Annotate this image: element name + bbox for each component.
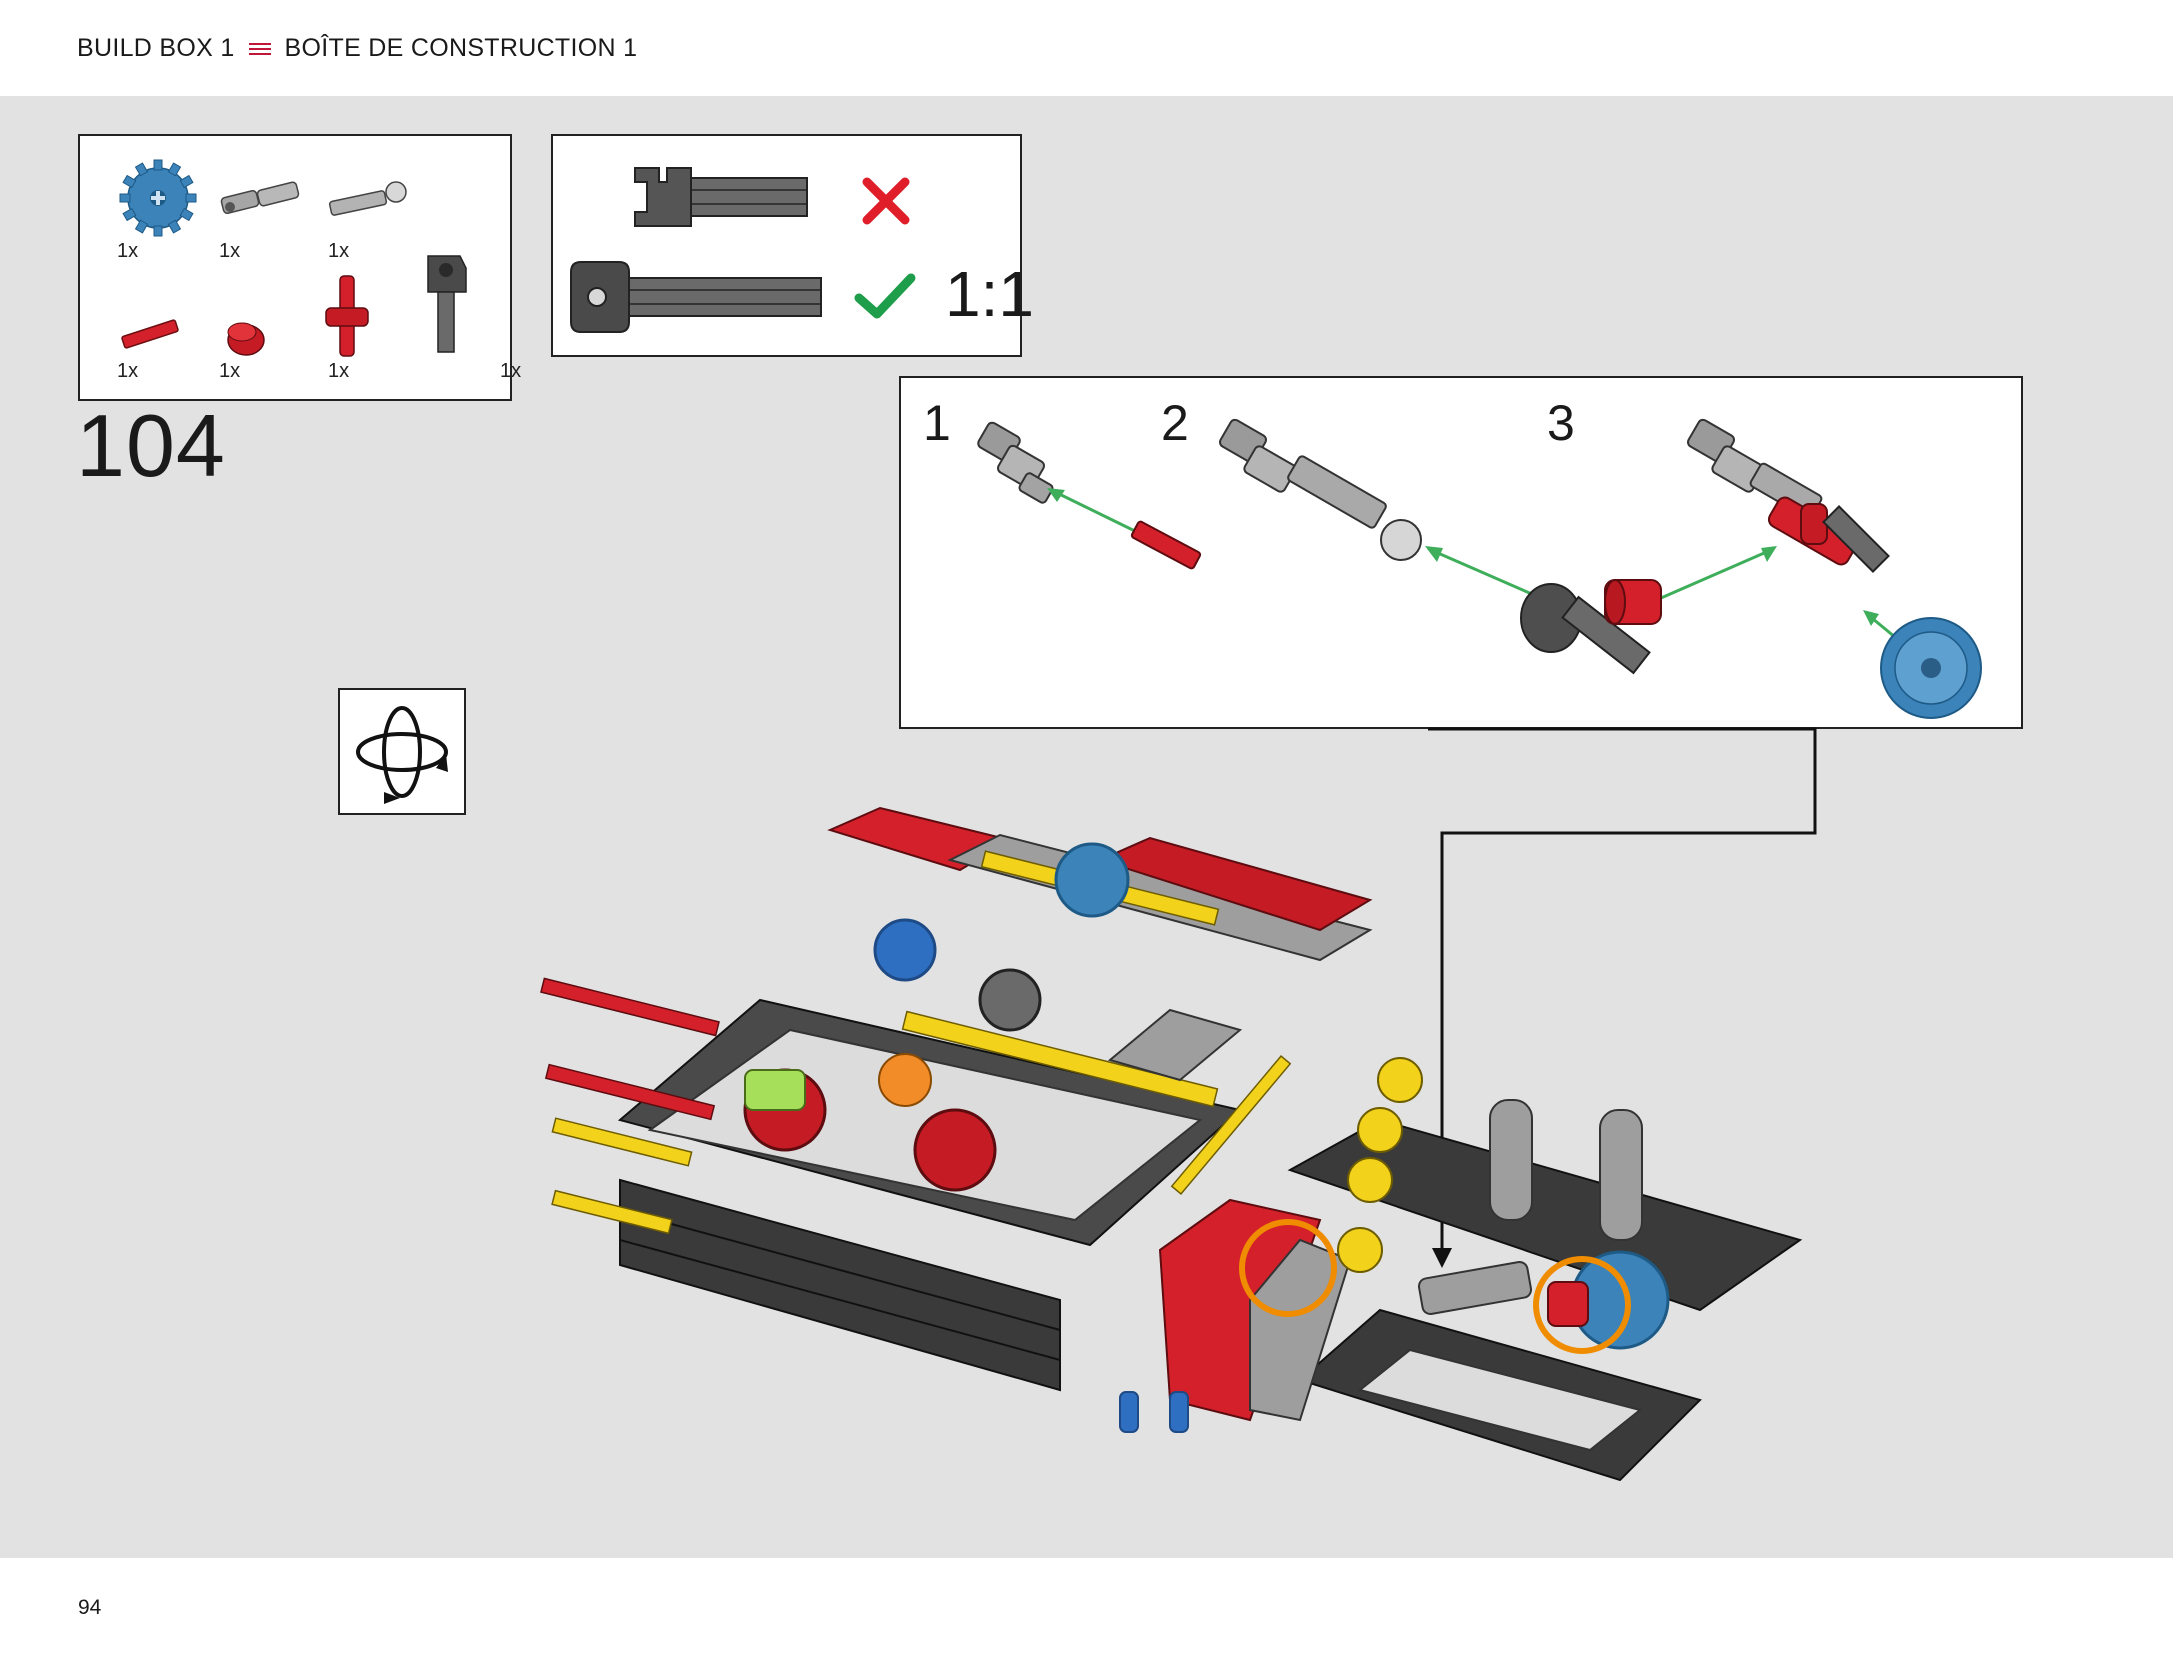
parts-list-box: 1x 1x 1x 1x 1x 1x 1x xyxy=(78,134,521,401)
substep-2-assembly xyxy=(1219,418,1651,675)
rotate-model-icon xyxy=(338,688,466,815)
substep-3-assembly xyxy=(1604,418,1982,719)
header-right-label: BOÎTE DE CONSTRUCTION 1 xyxy=(284,34,638,62)
part-qty: 1x xyxy=(117,360,139,382)
substep-panel: 1 2 3 xyxy=(899,376,2023,729)
substep-number-1: 1 xyxy=(923,395,951,451)
part-qty: 1x xyxy=(500,360,522,382)
dark-axle-socket-icon xyxy=(427,255,467,353)
red-axle-pin-icon xyxy=(121,319,179,349)
short-axle-socket-part xyxy=(634,167,808,227)
substep-number-3: 3 xyxy=(1547,395,1575,451)
substep-number-2: 2 xyxy=(1161,395,1189,451)
long-axle-socket-part xyxy=(570,261,822,333)
part-qty: 1x xyxy=(219,240,241,262)
step-number: 104 xyxy=(76,396,226,495)
triple-line-icon xyxy=(248,42,271,56)
red-bush-icon xyxy=(227,322,265,356)
page-number: 94 xyxy=(78,1596,102,1619)
part-qty: 1x xyxy=(328,360,350,382)
header-left-label: BUILD BOX 1 xyxy=(77,34,235,62)
page-header: BUILD BOX 1 BOÎTE DE CONSTRUCTION 1 xyxy=(0,0,2173,96)
scale-comparison-box xyxy=(551,134,1022,357)
blue-gear-20-tooth-icon xyxy=(119,159,197,237)
page-footer xyxy=(0,1558,2173,1654)
part-qty: 1x xyxy=(117,240,139,262)
universal-joint-icon xyxy=(220,181,300,215)
ball-joint-axle-icon xyxy=(328,181,407,216)
red-cross-icon xyxy=(862,177,910,225)
header-title: BUILD BOX 1 BOÎTE DE CONSTRUCTION 1 xyxy=(77,34,637,63)
part-qty: 1x xyxy=(328,240,350,262)
green-check-icon xyxy=(854,273,916,319)
substep-1-assembly xyxy=(977,421,1202,570)
scale-label: 1:1 xyxy=(945,258,1034,330)
red-cross-connector-icon xyxy=(325,275,369,357)
part-qty: 1x xyxy=(219,360,241,382)
